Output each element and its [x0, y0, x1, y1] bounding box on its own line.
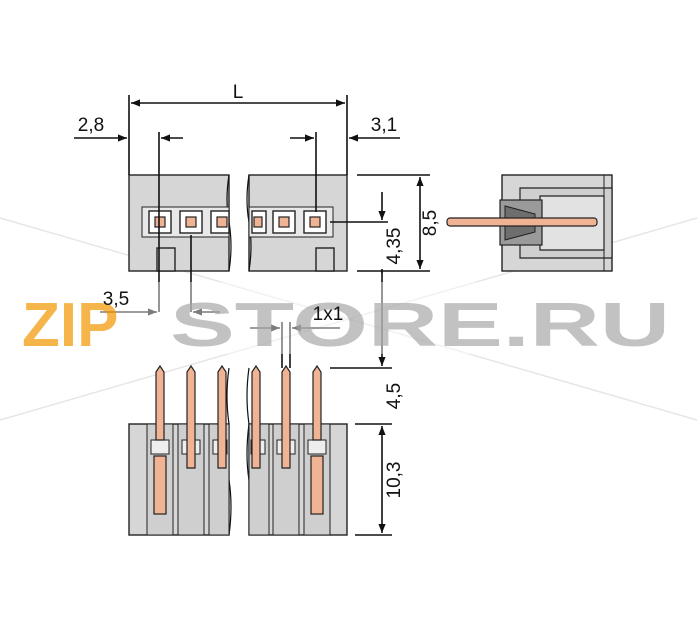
- front-view: [128, 174, 348, 272]
- dim-height-pin: 4,35: [384, 228, 405, 265]
- dim-pin-length: 4,5: [384, 383, 405, 409]
- pins: [153, 364, 324, 515]
- dim-pitch: 3,5: [103, 289, 129, 310]
- dim-L: L: [233, 82, 244, 103]
- dim-right-offset: 3,1: [371, 115, 397, 136]
- contact-cells: [148, 210, 327, 234]
- watermark: ZIP STORE.RU: [14, 282, 679, 360]
- dim-body-height: 10,3: [384, 462, 405, 499]
- watermark-zip: ZIP: [22, 291, 118, 360]
- bottom-view: [128, 364, 348, 536]
- dimension-labels: L 2,8 3,1 3,5 1x1 8,5 4,35 4,5 10,3: [78, 82, 441, 498]
- side-view: [446, 174, 613, 272]
- dim-pin-section: 1x1: [313, 304, 344, 325]
- dimension-lines: [74, 95, 430, 536]
- dim-height-total: 8,5: [420, 210, 441, 236]
- dim-left-offset: 2,8: [78, 115, 104, 136]
- watermark-store: STORE.RU: [170, 291, 670, 360]
